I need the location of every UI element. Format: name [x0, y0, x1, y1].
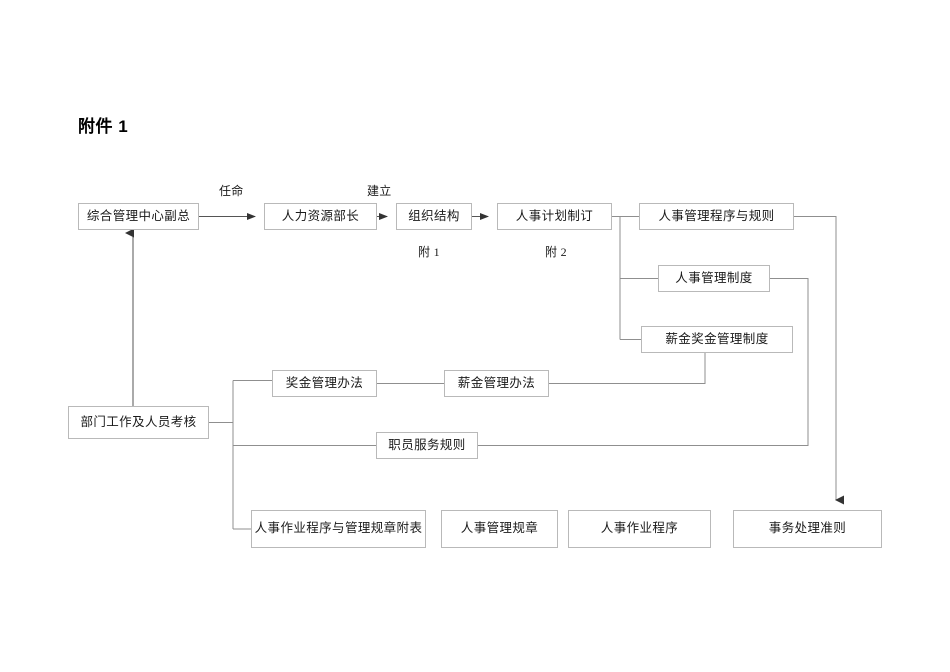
node-employee-service-rules[interactable]: 职员服务规则 [376, 432, 478, 459]
edge-label-appointment: 任命 [219, 184, 244, 198]
edge-label-establish: 建立 [367, 184, 392, 198]
node-salary-bonus-management-system[interactable]: 薪金奖金管理制度 [641, 326, 793, 353]
node-hr-plan-formulation[interactable]: 人事计划制订 [497, 203, 612, 230]
node-hr-management-regulations[interactable]: 人事管理规章 [441, 510, 558, 548]
note-label-attachment-1: 附 1 [418, 245, 440, 259]
node-general-management-center-vp[interactable]: 综合管理中心副总 [78, 203, 199, 230]
node-hr-director[interactable]: 人力资源部长 [264, 203, 377, 230]
node-department-work-and-personnel-assessment[interactable]: 部门工作及人员考核 [68, 406, 209, 439]
node-affairs-handling-guidelines[interactable]: 事务处理准则 [733, 510, 882, 548]
node-organization-structure[interactable]: 组织结构 [396, 203, 472, 230]
page-title: 附件 1 [78, 117, 129, 136]
node-bonus-management-measures[interactable]: 奖金管理办法 [272, 370, 377, 397]
node-hr-operating-procedures-and-regulations-schedule[interactable]: 人事作业程序与管理规章附表 [251, 510, 426, 548]
note-label-attachment-2: 附 2 [545, 245, 567, 259]
node-salary-management-measures[interactable]: 薪金管理办法 [444, 370, 549, 397]
node-hr-management-system[interactable]: 人事管理制度 [658, 265, 770, 292]
node-hr-management-procedures-and-rules[interactable]: 人事管理程序与规则 [639, 203, 794, 230]
node-hr-operating-procedures[interactable]: 人事作业程序 [568, 510, 711, 548]
